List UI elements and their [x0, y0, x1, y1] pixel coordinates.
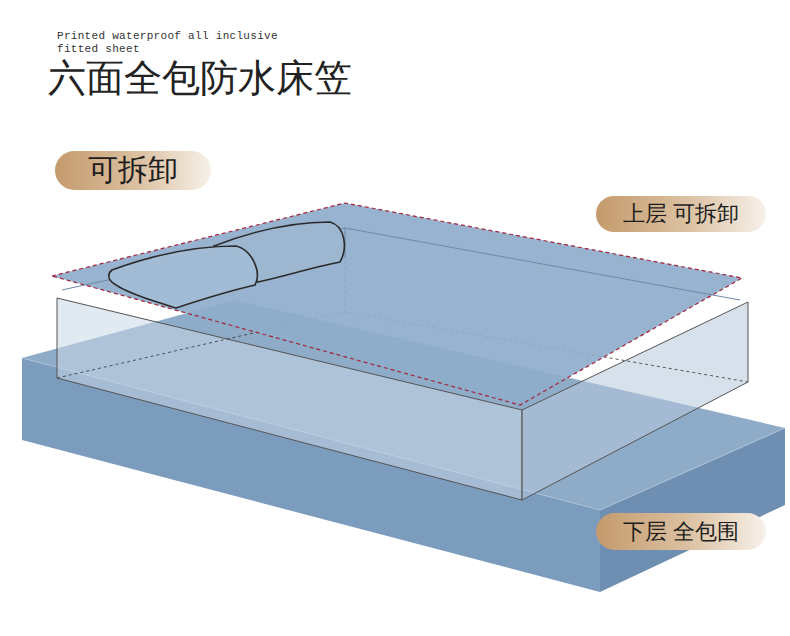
- pill-text: 下层 全包围: [623, 517, 740, 547]
- pill-text: 上层 可拆卸: [623, 199, 740, 229]
- title: 六面全包防水床笠: [48, 56, 352, 100]
- top-layer: [52, 203, 742, 405]
- label-pill: 可拆卸: [55, 151, 211, 190]
- pillow: [109, 246, 258, 308]
- subtitle: Printed waterproof all inclusive fitted …: [57, 30, 307, 56]
- pill-text: 可拆卸: [88, 150, 178, 191]
- label-pill: 上层 可拆卸: [596, 196, 766, 232]
- label-pill: 下层 全包围: [596, 513, 766, 550]
